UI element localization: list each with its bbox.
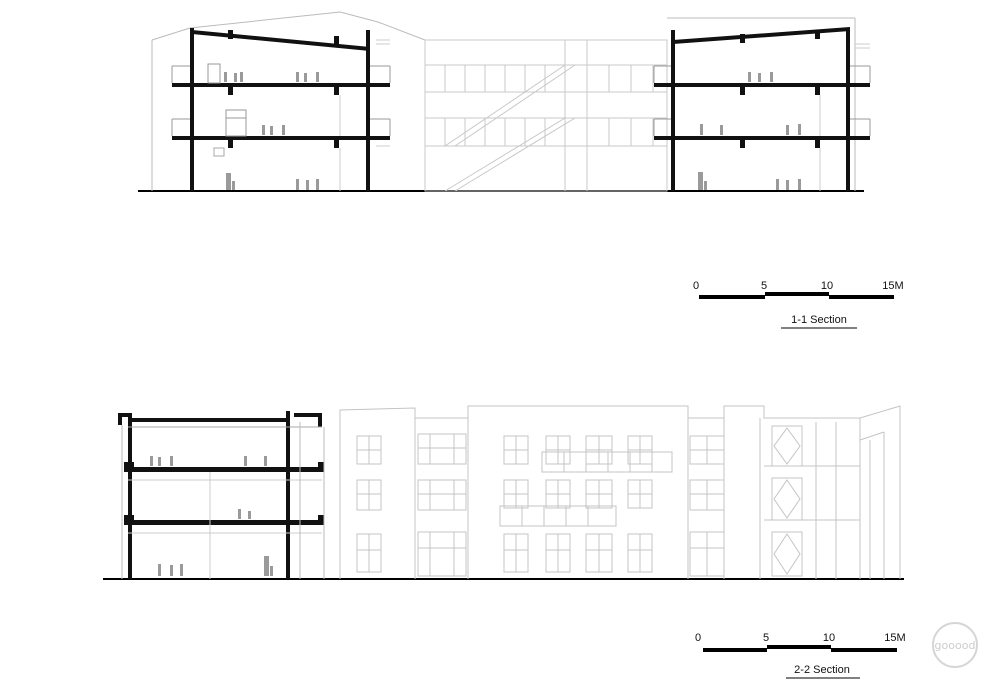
gooood-watermark: gooood [932,622,978,668]
cut-portion [118,411,325,579]
scale-label-15m-b: 15M [884,632,905,644]
section-2-2 [103,405,904,580]
scale-label-15m: 15M [882,280,903,292]
central-stair-elevation [424,39,668,192]
section-title-2-2: 2-2 Section [794,664,850,676]
scale-label-5-b: 5 [763,632,769,644]
section-1-1 [138,11,871,192]
scale-label-0-b: 0 [695,632,701,644]
left-wing-cut [151,11,426,191]
scale-bar-1: 0 5 10 15M 1-1 Section [693,280,904,329]
people-figures [224,72,801,190]
right-wing-cut [653,17,871,191]
scale-label-5: 5 [761,280,767,292]
scale-bar-2: 0 5 10 15M 2-2 Section [695,632,906,679]
scale-label-10: 10 [821,280,833,292]
watermark-text: gooood [935,639,976,652]
elevation-facade [339,405,901,579]
scale-label-10-b: 10 [823,632,835,644]
section-title-1-1: 1-1 Section [791,314,847,326]
scale-label-0: 0 [693,280,699,292]
people-figures-2 [150,456,273,576]
